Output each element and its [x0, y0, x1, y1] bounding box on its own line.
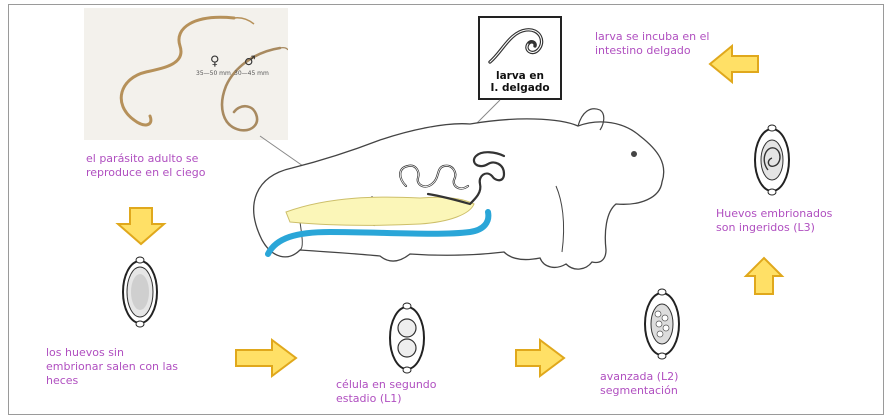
arrow-left-larva	[710, 46, 758, 82]
egg-embryonated	[755, 125, 789, 195]
label-second-stage-cell: célula en segundo estadio (L1)	[336, 378, 437, 406]
label-larva-incubates: larva se incuba en el intestino delgado	[595, 30, 709, 58]
label-eggs-unembryonated: los huevos sin embrionar salen con las h…	[46, 346, 178, 388]
arrow-right-2	[516, 340, 564, 376]
egg-segmented	[645, 289, 679, 359]
arrow-down-adult	[118, 208, 164, 244]
label-adult-reproduces: el parásito adulto se reproduce en el ci…	[86, 152, 205, 180]
egg-unembryonated	[123, 257, 157, 327]
egg-two-cell	[390, 303, 424, 373]
label-advanced-segmentation: avanzada (L2) segmentación	[600, 370, 678, 398]
arrow-right-1	[236, 340, 296, 376]
label-embryonated-eggs: Huevos embrionados son ingeridos (L3)	[716, 207, 832, 235]
arrow-up-embryonated	[746, 258, 782, 294]
